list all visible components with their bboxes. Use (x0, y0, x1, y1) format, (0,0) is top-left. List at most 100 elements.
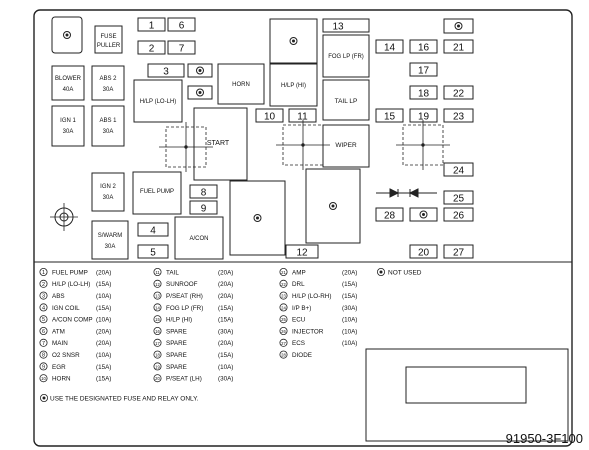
legend-number-circle (279, 291, 288, 300)
fuse-box-outline (33, 9, 573, 447)
legend-number-circle (279, 326, 288, 335)
legend-name: ABS (52, 293, 65, 300)
legend-number: 27 (281, 341, 286, 346)
footer-note: USE THE DESIGNATED FUSE AND RELAY ONLY. (40, 393, 199, 403)
hlp-lo-lh-relay: H/LP (LO-LH) (133, 79, 183, 123)
legend-number-circle (39, 326, 48, 335)
fuse-22: 22 (443, 85, 474, 100)
legend-name: A/CON COMP (52, 317, 93, 324)
legend-amperage: (20A) (218, 281, 233, 288)
svg-text:FOG LP (FR): FOG LP (FR) (328, 54, 364, 60)
diagram-code: 91950-3F100 (505, 431, 583, 446)
svg-text:7: 7 (179, 44, 185, 55)
svg-text:1: 1 (149, 21, 155, 32)
fuel-pump-relay: FUEL PUMP (132, 171, 182, 215)
legend-name: ECS (292, 340, 305, 347)
legend-number-circle (279, 279, 288, 288)
svg-text:20: 20 (418, 248, 430, 259)
legend-amperage: (30A) (342, 305, 357, 312)
fuse-25: 25 (443, 190, 474, 205)
legend-number: 13 (155, 294, 160, 299)
svg-text:13: 13 (332, 22, 344, 33)
fuse-20: 20 (409, 244, 438, 259)
svg-text:8: 8 (201, 188, 207, 199)
fuse-puller-label-2: PULLER (97, 43, 121, 49)
fuse-17: 17 (409, 62, 438, 77)
legend-number-circle (153, 374, 162, 383)
svg-text:S/WARM: S/WARM (98, 233, 122, 239)
relay-left-dashed (159, 122, 213, 172)
legend-name: MAIN (52, 340, 68, 347)
svg-text:26: 26 (453, 211, 465, 222)
legend-number: 11 (155, 270, 160, 275)
legend-number-circle (39, 291, 48, 300)
svg-text:3: 3 (163, 67, 169, 78)
legend-name: H/LP (LO-RH) (292, 293, 331, 300)
fuse-5: 5 (137, 244, 169, 259)
svg-text:ABS 1: ABS 1 (99, 118, 117, 124)
legend-number-circle (279, 267, 288, 276)
fuse-puller-box: FUSE PULLER (94, 25, 123, 54)
svg-text:IGN 1: IGN 1 (60, 118, 76, 124)
bolt-box-mid-1 (187, 63, 213, 78)
legend-name: IGN COIL (52, 305, 80, 312)
fuse-1: 1 (137, 17, 166, 32)
svg-text:H/LP (HI): H/LP (HI) (281, 83, 306, 89)
svg-text:30A: 30A (105, 244, 116, 250)
fuse-9: 9 (189, 200, 218, 215)
legend-number: 19 (155, 364, 160, 369)
svg-text:28: 28 (384, 211, 396, 222)
svg-text:H/LP (LO-LH): H/LP (LO-LH) (140, 99, 177, 105)
svg-text:25: 25 (453, 194, 465, 205)
legend-name: P/SEAT (LH) (166, 376, 202, 383)
svg-text:6: 6 (179, 21, 185, 32)
legend-number-circle (39, 267, 48, 276)
ign1-fuse: IGN 1 30A (51, 105, 85, 147)
hlp-hi-relay: H/LP (HI) (269, 63, 318, 107)
legend-number: 9 (42, 364, 45, 370)
svg-text:23: 23 (453, 112, 465, 123)
legend-name: DIODE (292, 352, 312, 359)
svg-text:12: 12 (296, 248, 308, 259)
legend-number-circle (153, 338, 162, 347)
legend-name: FUEL PUMP (52, 269, 88, 276)
legend-number: 15 (155, 317, 160, 322)
svg-text:START: START (207, 140, 230, 147)
fuse-10: 10 (255, 108, 284, 123)
abs2-fuse: ABS 2 30A (91, 65, 125, 101)
legend-number: 10 (41, 376, 46, 381)
fuse-15: 15 (375, 108, 404, 123)
svg-text:HORN: HORN (232, 82, 250, 88)
swarm-fuse: S/WARM 30A (91, 220, 129, 260)
legend-amperage: (10A) (342, 328, 357, 335)
bolt-box-top-left (51, 16, 83, 54)
fuse-26: 26 (443, 207, 474, 222)
legend-amperage: (15A) (218, 305, 233, 312)
legend-number: 16 (155, 329, 160, 334)
svg-text:14: 14 (384, 43, 396, 54)
fuse-12: 12 (285, 244, 319, 259)
legend-number-circle (153, 362, 162, 371)
tail-lp-relay: TAIL LP (322, 79, 370, 121)
legend-number-circle (279, 303, 288, 312)
legend-number-circle (279, 315, 288, 324)
legend-amperage: (10A) (218, 364, 233, 371)
legend-number-circle (39, 315, 48, 324)
legend-number: 17 (155, 341, 160, 346)
relay-large-right (305, 168, 361, 244)
legend-amperage: (15A) (96, 281, 111, 288)
svg-text:USE THE DESIGNATED FUSE AND RE: USE THE DESIGNATED FUSE AND RELAY ONLY. (50, 396, 199, 403)
legend-number-circle (153, 267, 162, 276)
relay-large-center (229, 180, 286, 256)
legend-amperage: (20A) (218, 293, 233, 300)
